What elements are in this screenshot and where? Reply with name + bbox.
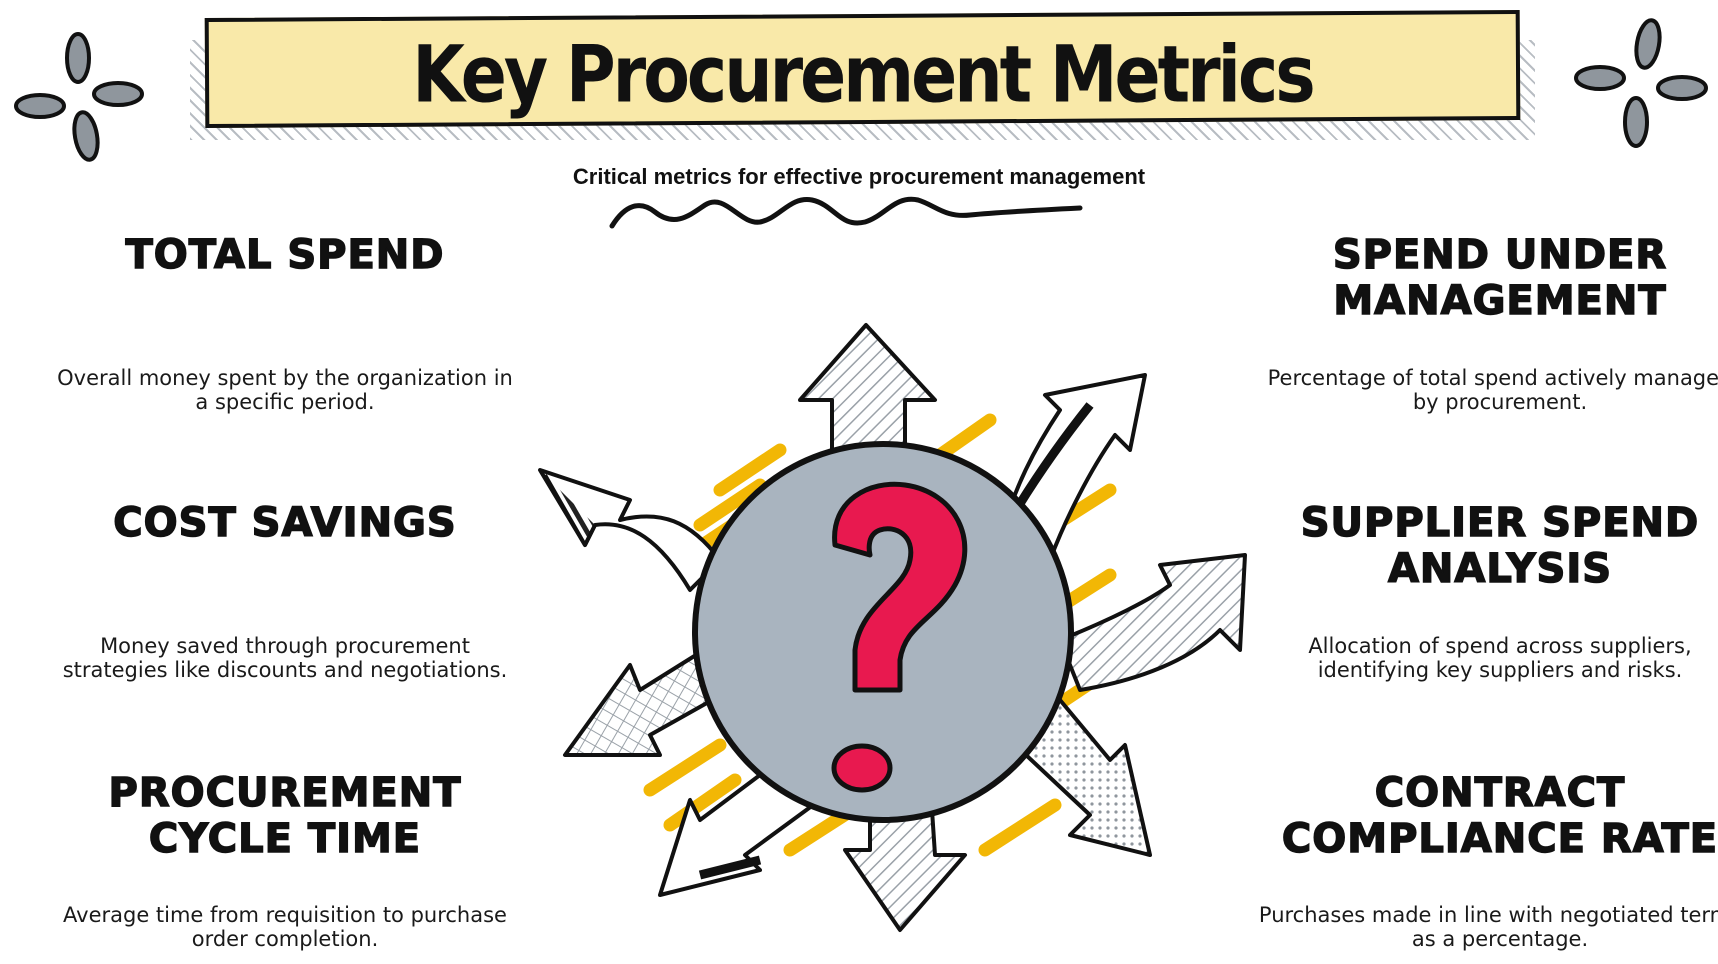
metric-description: Overall money spent by the organization … (57, 366, 513, 414)
metric-title: Procurement Cycle Time (108, 769, 462, 863)
metric-title: Cost Savings (113, 499, 457, 547)
metric-title: Contract Compliance Rate (1281, 769, 1718, 863)
metric-procurement-cycle-time-description: Average time from requisition to purchas… (50, 903, 520, 951)
metric-cost-savings: Cost Savings (50, 499, 520, 547)
metric-spend-under-management-description: Percentage of total spend actively manag… (1255, 366, 1718, 414)
metric-total-spend-description: Overall money spent by the organization … (50, 366, 520, 414)
sparkle-icon (14, 32, 144, 162)
metric-supplier-spend-analysis-description: Allocation of spend across suppliers, id… (1255, 634, 1718, 682)
page-subtitle: Critical metrics for effective procureme… (572, 164, 1146, 189)
page-title: Key Procurement Metrics (412, 29, 1316, 121)
metric-supplier-spend-analysis: Supplier Spend Analysis (1255, 499, 1718, 593)
question-mark-icon (831, 481, 968, 793)
metric-description: Allocation of spend across suppliers, id… (1308, 634, 1692, 682)
sparkle-icon (1574, 18, 1708, 148)
metric-title: Spend Under Management (1332, 231, 1668, 325)
metric-description: Average time from requisition to purchas… (63, 903, 507, 951)
metric-cost-savings-description: Money saved through procurement strategi… (50, 634, 520, 682)
metric-description: Money saved through procurement strategi… (62, 634, 508, 682)
metric-contract-compliance-rate-description: Purchases made in line with negotiated t… (1255, 903, 1718, 951)
metric-title: Total Spend (125, 231, 445, 279)
metric-description: Purchases made in line with negotiated t… (1258, 903, 1718, 951)
metric-contract-compliance-rate: Contract Compliance Rate (1255, 769, 1718, 863)
metric-title: Supplier Spend Analysis (1300, 499, 1700, 593)
metric-description: Percentage of total spend actively manag… (1267, 366, 1718, 414)
metric-total-spend: Total Spend (50, 231, 520, 279)
metric-spend-under-management: Spend Under Management (1255, 231, 1718, 325)
squiggle-underline (609, 196, 1083, 229)
metric-procurement-cycle-time: Procurement Cycle Time (50, 769, 520, 863)
